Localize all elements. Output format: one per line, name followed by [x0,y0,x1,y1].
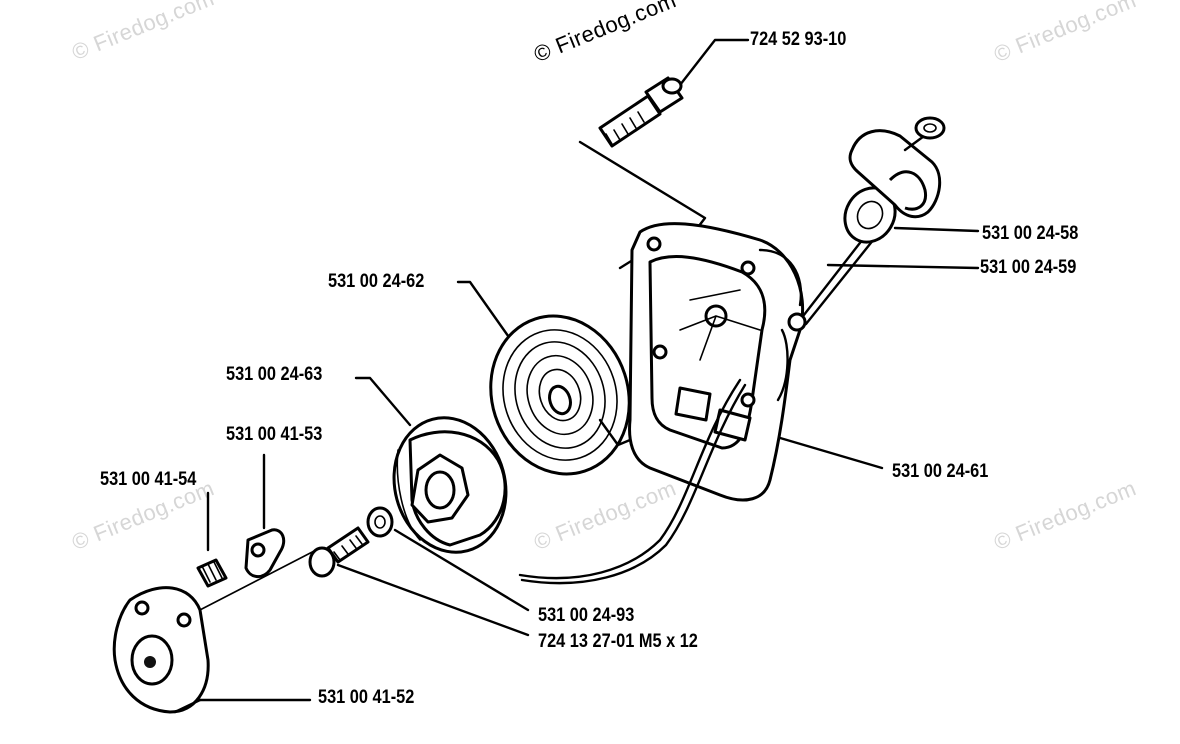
pawl-part [244,528,286,578]
label-spring[interactable]: 531 00 24-62 [328,271,425,292]
label-pulley[interactable]: 531 00 24-63 [226,364,323,385]
recoil-spring-part [489,314,632,476]
label-screw[interactable]: 724 13 27-01 M5 x 12 [538,631,698,652]
label-pawl[interactable]: 531 00 41-53 [226,424,323,445]
label-handle[interactable]: 531 00 24-58 [982,223,1079,244]
leader-lines [195,38,980,702]
pulley-part [392,416,508,554]
label-rope[interactable]: 531 00 24-59 [980,257,1077,278]
label-flywheel-hub[interactable]: 531 00 41-52 [318,687,415,708]
washer-part [366,506,394,538]
flywheel-hub-part [112,586,210,714]
starter-housing-part [628,222,805,502]
pawl-spring-part [196,558,228,588]
screw-part [308,526,370,578]
bolt-part [598,76,684,148]
label-pawl-spring[interactable]: 531 00 41-54 [100,469,197,490]
label-housing[interactable]: 531 00 24-61 [892,461,989,482]
rope-and-handle-part [518,116,946,585]
label-bolt[interactable]: 724 52 93-10 [750,29,847,50]
label-washer[interactable]: 531 00 24-93 [538,605,635,626]
